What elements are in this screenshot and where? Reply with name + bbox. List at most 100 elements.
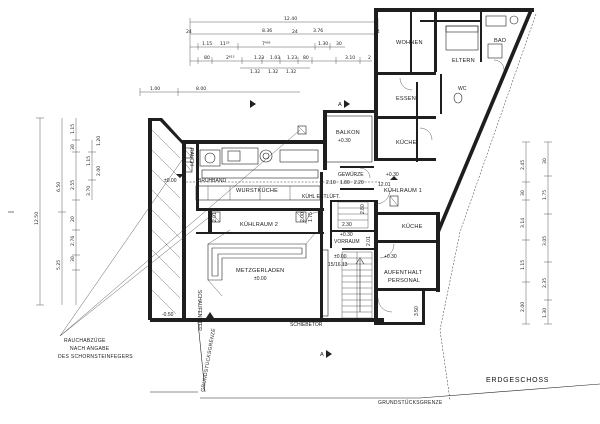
room-metzgerladen-level: ±0.00 [254,276,267,282]
dim-left-small-2: 2.55 [70,180,76,190]
dim-row2-4: 30 [336,41,342,47]
dim-row3-0: 80 [204,55,210,61]
dim-left-small-6: 2.76 [70,236,76,246]
level-stair: ±0.00 [334,254,347,260]
room-kuehlraum2: KÜHLRAUM 2 [240,221,278,228]
left-dimension-chains: 12.50 6.50 5.25 1.15 30 2.55 1.15 3.70 2… [8,117,102,306]
dim-top-total: 12.40 [284,16,297,22]
room-essen: ESSEN [396,96,416,102]
room-wc: WC [458,86,467,92]
dim-misc-1: 1.75 [308,212,314,222]
dim-right-b-0: 30 [542,158,548,164]
level-stair-b: +0.30 [384,254,397,260]
dim-left-small-4: 3.70 [86,186,92,196]
room-kueche-mid: KÜCHE [402,223,423,230]
room-kuehlraum1-level: +0.30 [386,172,399,178]
dim-right-b-1: 1.75 [542,190,548,200]
dim-row4-2: 1.32 [286,69,296,75]
dim-right-b-4: 1.30 [542,308,548,318]
dim-right-a-4: 2.00 [520,302,526,312]
label-kuehl-entluft: KÜHL ENTLÜFT. [302,193,340,200]
dim-top-a: 8.36 [262,28,272,34]
dim-left-small-7: 30 [70,256,76,262]
dim-left-a: 6.50 [56,182,62,192]
dim-misc-5: 2.30 [342,222,352,228]
dim-top-b: 3.76 [313,28,323,34]
dim-left-small-0: 1.15 [70,124,76,134]
interior-walls [196,12,482,322]
dim-misc-6: 2.01 [212,212,218,222]
exterior-walls [148,8,534,325]
wall-hatching [151,129,181,315]
dim-left-row-0: 1.00 [150,86,160,92]
dim-row3-6: 3.10 [345,55,355,61]
room-metzgerladen: METZGERLADEN [236,268,284,274]
dim-gewuerze-2: 2.20 [354,180,364,186]
dim-misc-3: 2.01 [366,236,372,246]
room-gewuerze: GEWÜRZE [338,171,364,178]
dim-top-c: 24 [186,29,192,35]
dim-left-small-9: 1.20 [96,136,102,146]
room-eltern: ELTERN [452,58,475,64]
dim-row4-1: 1.32 [268,69,278,75]
dim-misc-0: 2.00 [300,212,306,222]
room-labels: WOHNEN ELTERN BAD ESSEN WC KÜCHE BALKON … [162,38,506,331]
dim-left-small-8: 2.00 [96,166,102,176]
level-lower: -0.50 [162,312,174,318]
room-balkon-level: +0.30 [338,138,351,144]
room-kueche-top: KÜCHE [396,139,417,146]
dim-row3-2: 1.23 [254,55,264,61]
drawing-title: ERDGESCHOSS [486,377,549,384]
section-marker-bottom: A [320,352,324,358]
room-kuehlraum1: KÜHLRAUM 1 [384,187,422,194]
note-smoke-line-1: RAUCHABZÜGE [64,337,106,344]
label-wurstband: BRÜHBAND [198,177,226,184]
dim-gewuerze-1: 1.80 [340,180,350,186]
right-dimension-chains: 2.45 30 3.14 1.15 2.00 30 1.75 3.05 2.35… [520,141,552,325]
dim-right-a-1: 30 [520,190,526,196]
dim-row3-5: 80 [303,55,309,61]
room-vorraum: VORRAUM [334,239,360,245]
dim-misc-7: 3.50 [414,306,420,316]
dim-row2-2: 7⁴⁹⁵ [262,41,271,47]
note-smoke-line-3: DES SCHORNSTEINFEGERS [58,354,133,360]
dim-right-a-3: 1.15 [520,260,526,270]
room-vorraum-level: +0.30 [340,232,353,238]
top-dimension-chains: 12.40 8.36 3.76 24 24 24 1.15 11²⁵ 7⁴⁹⁵ … [139,16,380,108]
dim-left-row-1: 8.00 [196,86,206,92]
dim-left-b: 5.25 [56,260,62,270]
boundary-label: GRUNDSTÜCKSGRENZE [378,399,443,406]
stair-count: 15/16.13 [328,262,348,268]
dim-row3-4: 1.23 [287,55,297,61]
fixtures [176,15,519,319]
dim-row2-3: 1.30 [318,41,328,47]
room-bad: BAD [494,38,506,44]
dim-right-a-0: 2.45 [520,160,526,170]
dim-left-small-3: 1.15 [86,156,92,166]
note-smoke-line-2: NACH ANGABE [70,346,110,352]
dim-left-small-1: 30 [70,144,76,150]
dim-right-b-3: 2.35 [542,278,548,288]
dim-misc-4: 1.75 [374,258,380,268]
drawing-notes: RAUCHABZÜGE NACH ANGABE DES SCHORNSTEINF… [58,129,549,384]
dim-row3-3: 1.03 [270,55,280,61]
room-balkon: BALKON [336,130,360,136]
room-wohnen: WOHNEN [396,40,423,46]
dim-row2-1: 11²⁵ [220,41,230,47]
label-rauch: RAUCH [188,148,194,166]
dim-right-a-2: 3.14 [520,218,526,228]
dim-top-d: 24 [292,29,298,35]
dim-row4-0: 1.32 [250,69,260,75]
label-schaufenster: SCHAUFENSTER [196,290,202,331]
dim-row3-1: 2⁶¹⁵ [226,55,235,61]
dim-gewuerze-0: 2.10 [326,180,336,186]
section-marker-top: A [338,102,342,108]
dim-misc-2: 2.80 [360,204,366,214]
dim-row2-0: 1.15 [202,41,212,47]
dim-right-b-2: 3.05 [542,236,548,246]
dim-row3-7: 2 [368,55,371,61]
room-personal: PERSONAL [388,278,420,284]
dim-left-total: 12.50 [34,212,40,225]
dim-misc-8: 12.01 [378,182,391,188]
